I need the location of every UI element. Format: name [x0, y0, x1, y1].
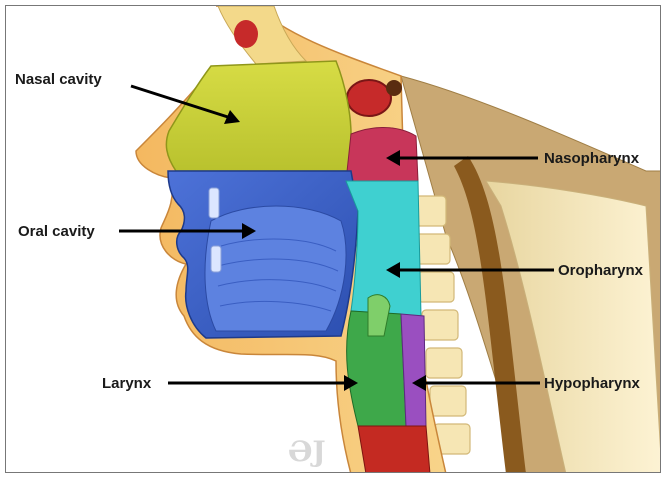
nasal-cavity-region	[166, 61, 351, 171]
tongue	[205, 206, 346, 331]
watermark-logo: ƏJ	[288, 435, 326, 468]
label-oropharynx: Oropharynx	[558, 262, 644, 279]
larynx-arrow	[168, 375, 358, 391]
label-nasopharynx: Nasopharynx	[544, 150, 640, 167]
trachea	[358, 426, 430, 473]
sphenoid-sinus	[347, 80, 391, 116]
nasopharynx-region	[346, 128, 418, 182]
head-neck-sagittal-diagram: ƏJ Nasal cavity Oral cavity Larynx Nasop…	[6, 6, 661, 473]
oropharynx-region	[346, 181, 421, 316]
label-hypopharynx: Hypopharynx	[544, 375, 641, 392]
frontal-sinus	[234, 20, 258, 48]
label-nasal-cavity: Nasal cavity	[15, 71, 102, 88]
hypopharynx-region	[401, 314, 426, 426]
diagram-frame: ƏJ Nasal cavity Oral cavity Larynx Nasop…	[5, 5, 661, 473]
sella-region	[386, 80, 402, 96]
label-larynx: Larynx	[102, 375, 152, 392]
label-oral-cavity: Oral cavity	[18, 223, 95, 240]
